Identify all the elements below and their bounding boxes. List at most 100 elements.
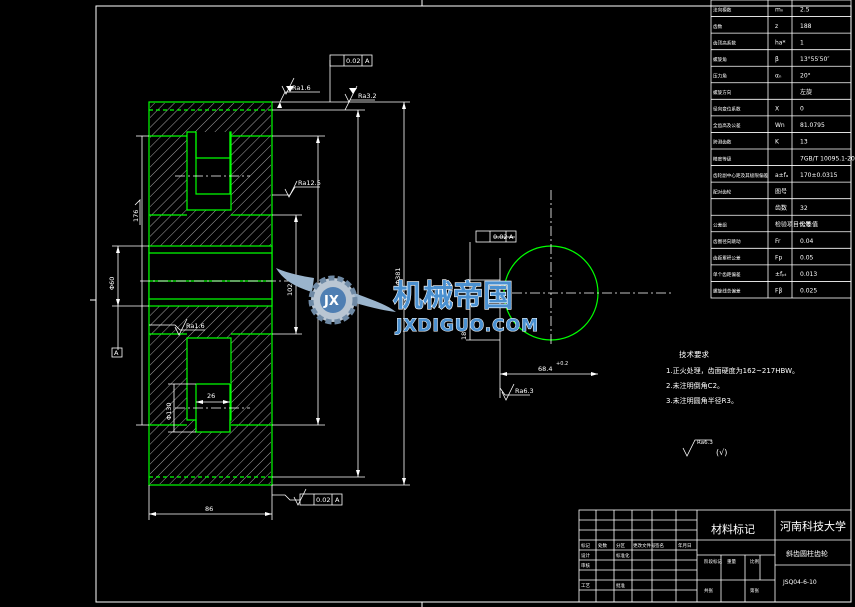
row4-cell-5: 第张	[750, 587, 759, 594]
param-symbol: αₙ	[775, 72, 782, 79]
watermark: JX 机械帝国 JXDIGUO.COM	[276, 268, 539, 337]
param-name: 齿轮副中心距及其极限偏差	[713, 172, 769, 179]
param-name: 螺旋角	[713, 56, 727, 63]
row2-cell-6: 比例	[750, 558, 759, 565]
param-value: 左旋	[800, 88, 812, 96]
center-lines	[140, 175, 290, 409]
row2-cell-2: 标准化	[616, 552, 630, 559]
param-name: 配对齿轮	[713, 188, 732, 195]
param-value: 20°	[800, 72, 811, 79]
tol-key-datum: A	[509, 233, 514, 241]
param-value: 13	[800, 139, 808, 146]
param-value: 0.025	[800, 288, 817, 295]
param-value: 7GB/T 10095.1-2008	[800, 155, 855, 162]
row4-cell-2: 批准	[616, 582, 625, 589]
roughness-top-label: Ra1.6	[292, 84, 311, 92]
tol-top-label: 0.02	[346, 57, 360, 65]
tol-bottom-datum: A	[335, 496, 340, 504]
watermark-logo-text: JX	[323, 294, 339, 309]
hub-dim-label: Φ130	[165, 402, 173, 420]
outer-vert-label: Φ381	[394, 267, 402, 285]
row4-cell-4: 共张	[704, 587, 713, 594]
datum-label: A	[114, 349, 119, 357]
left-wing-icon	[276, 268, 314, 292]
hdr-cell-1: 处数	[598, 542, 607, 549]
param-symbol: Fr	[775, 238, 781, 245]
param-symbol: a±fₐ	[775, 172, 788, 179]
keyway-depth-tol: +0.2	[556, 361, 568, 367]
param-name: 单个齿距偏差	[713, 271, 741, 278]
param-symbol: K	[775, 139, 780, 146]
roughness-inner-label: Ra1.6	[186, 322, 205, 330]
param-symbol: 齿数	[775, 204, 787, 212]
drawing-name: 斜齿圆柱齿轮	[786, 549, 828, 558]
roughness-side-label: Ra12.5	[298, 179, 321, 187]
watermark-sub-text: JXDIGUO.COM	[395, 316, 539, 336]
param-value: 公差值	[800, 220, 818, 228]
row3-cell-0: 审核	[581, 562, 590, 569]
param-name: 跨测齿数	[713, 139, 732, 146]
param-symbol: Fβ	[775, 288, 782, 295]
param-value: 0.05	[800, 255, 814, 262]
param-value: 170±0.0315	[800, 172, 838, 179]
technical-requirements: 技术要求 1.正火处理，齿面硬度为162~217HBW。 2.未注明倒角C2。 …	[666, 349, 799, 457]
tol-key-label: 0.02	[493, 233, 507, 241]
param-symbol: ±fₚₜ	[775, 271, 787, 278]
param-value: 32	[800, 205, 808, 212]
hdr-cell-0: 标记	[581, 542, 590, 549]
param-name: 全齿高及公差	[713, 122, 741, 129]
param-name: 螺旋线总偏差	[713, 288, 741, 295]
param-name: 齿距累积公差	[713, 255, 741, 262]
keyway-detail: 0.02 A 68.4 +0.2 18 Ra6.3	[460, 190, 672, 401]
web-dim-label: 26	[207, 392, 215, 400]
inner-vert-label: 102	[286, 284, 294, 296]
param-value: 1	[800, 39, 804, 46]
dimension-lines	[111, 54, 410, 520]
tech-note-3: 3.未注明圆角半径R3。	[666, 396, 738, 405]
tech-title: 技术要求	[679, 349, 709, 359]
param-name: 齿数	[713, 23, 723, 30]
drawing-number: JSQ04-6-10	[782, 579, 817, 586]
keyway-depth-label: 68.4	[538, 365, 552, 373]
gear-section-view: Ra1.6 Ra3.2 0.02 A Ra12.5 Ra1.6 26 86 0.…	[108, 54, 410, 520]
hdr-cell-3: 更改文件号	[633, 542, 656, 549]
param-symbol: Wn	[775, 122, 785, 129]
param-name: 径向变位系数	[713, 106, 741, 113]
tol-top-datum: A	[365, 57, 370, 65]
param-value: 188	[800, 23, 812, 30]
dimension-arrows	[116, 86, 406, 516]
university-name: 河南科技大学	[780, 519, 846, 533]
param-name: 法向模数	[713, 6, 732, 13]
dimension-labels: Ra1.6 Ra3.2 0.02 A Ra12.5 Ra1.6 26 86 0.…	[108, 57, 402, 513]
param-symbol: ha*	[775, 39, 785, 46]
row2-cell-0: 设计	[581, 552, 590, 559]
param-value: 0	[800, 106, 804, 113]
param-name: 压力角	[713, 72, 727, 79]
left-dim-label: 176	[132, 210, 140, 222]
row2-cell-5: 重量	[727, 558, 736, 565]
right-wing-icon	[352, 292, 396, 312]
param-symbol: Fp	[775, 255, 782, 262]
face-width-label: 86	[205, 505, 213, 513]
param-name: 公差组	[713, 221, 727, 228]
keyway-width-label: 18	[460, 332, 468, 340]
roughness-symbols	[174, 77, 358, 506]
param-symbol: 图号	[775, 188, 787, 195]
roughness-key-label: Ra6.3	[515, 387, 534, 395]
roughness-top2-label: Ra3.2	[358, 92, 377, 100]
title-block	[578, 509, 852, 603]
tol-bottom-label: 0.02	[316, 496, 330, 504]
param-name: 精度等级	[713, 155, 732, 162]
param-symbol: z	[775, 23, 778, 30]
param-value: 0.04	[800, 238, 814, 245]
param-name: 齿顶高系数	[713, 39, 736, 46]
param-name: 螺旋方向	[713, 89, 732, 96]
row4-cell-0: 工艺	[581, 583, 590, 589]
hdr-cell-4: 签名	[655, 542, 664, 549]
param-value: 0.013	[800, 271, 817, 278]
hdr-cell-2: 分区	[616, 542, 625, 549]
sheet-border	[90, 0, 852, 607]
param-symbol: mₙ	[775, 6, 784, 13]
